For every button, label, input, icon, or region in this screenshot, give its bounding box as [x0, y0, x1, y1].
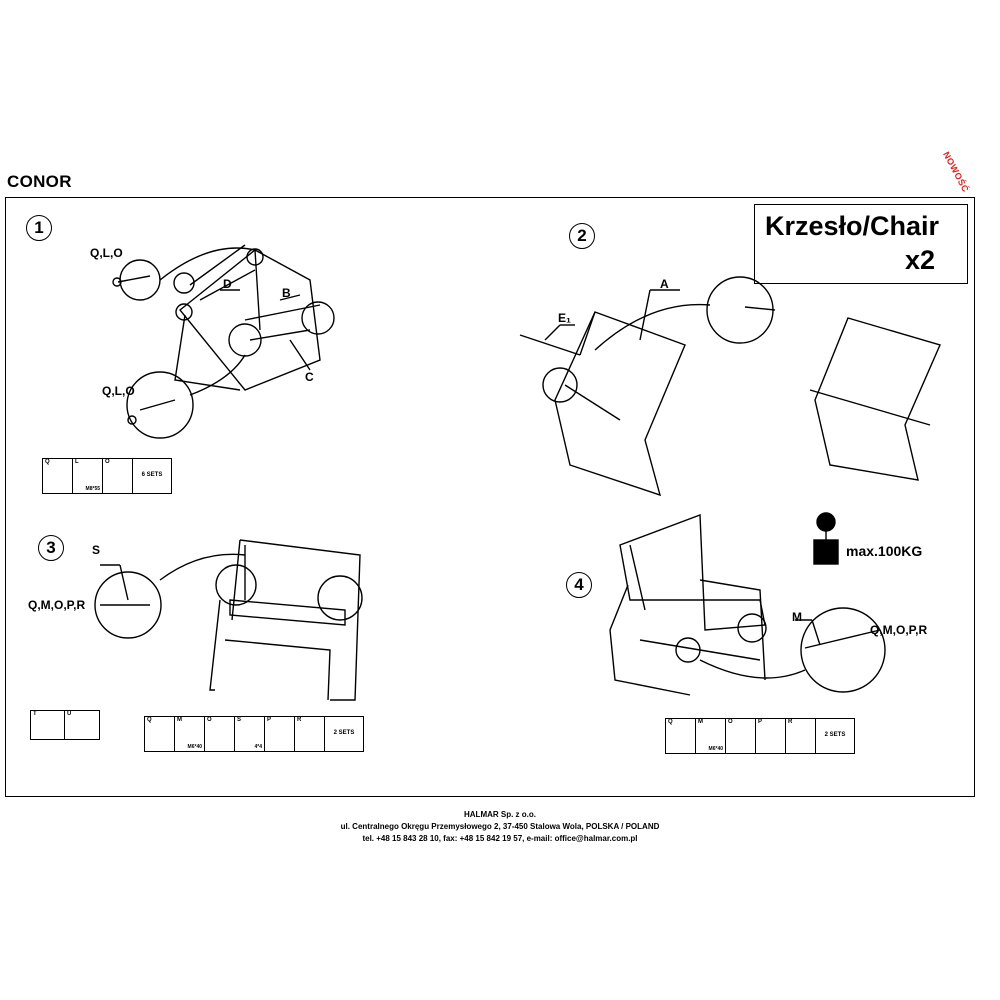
sets-cell: 2 SETS — [333, 730, 355, 736]
instruction-frame — [5, 197, 975, 797]
step1-bottom-parts-label: Q,L,O — [102, 384, 135, 398]
step-1-number: 1 — [26, 215, 52, 241]
product-title: CONOR — [7, 172, 72, 191]
part-cell-o: O — [103, 459, 133, 493]
sets-cell: 6 SETS — [141, 472, 163, 478]
company-footer: HALMAR Sp. z o.o. ul. Centralnego Okręgu… — [0, 809, 1000, 845]
company-name: HALMAR Sp. z o.o. — [464, 810, 536, 819]
part-m-label: M — [792, 610, 802, 624]
part-b-label: B — [282, 286, 291, 300]
step-3-number: 3 — [38, 535, 64, 561]
weight-icon — [813, 512, 839, 565]
step-4-number: 4 — [566, 572, 592, 598]
step4-chair-drawing — [609, 514, 886, 696]
part-cell-o: O — [205, 717, 235, 751]
part-cell-p: P — [265, 717, 295, 751]
part-cell-p: P — [756, 719, 786, 753]
part-e1-label: E₁ — [558, 311, 571, 325]
chair-label: Krzesło/Chair — [765, 211, 940, 241]
part-cell-q: Q — [145, 717, 175, 751]
part-cell-r: R — [295, 717, 325, 751]
part-cell-q: Q — [666, 719, 696, 753]
tool-cell-u: U — [67, 711, 72, 717]
step3-chair-drawing — [94, 539, 363, 701]
part-cell-r: R — [786, 719, 816, 753]
step3-parts-label: Q,M,O,P,R — [28, 598, 86, 612]
part-a-label: A — [660, 277, 669, 291]
step-2-number: 2 — [569, 223, 595, 249]
tools-table: T U — [30, 710, 100, 740]
max-weight-label: max.100KG — [846, 543, 923, 559]
step2-seat-drawing — [519, 276, 941, 497]
step1-top-parts-label: Q,L,O — [90, 246, 123, 260]
tool-cell-t: T — [31, 711, 65, 739]
chair-quantity-box: Krzesło/Chair x2 — [754, 204, 968, 284]
part-s-label: S — [92, 543, 101, 557]
step1-frame-drawing — [112, 244, 335, 439]
chair-count: x2 — [905, 245, 936, 275]
sets-cell: 2 SETS — [824, 732, 846, 738]
company-address: ul. Centralnego Okręgu Przemysłowego 2, … — [340, 822, 660, 831]
step4-parts-label: Q,M,O,P,R — [870, 623, 928, 637]
company-contact: tel. +48 15 843 28 10, fax: +48 15 842 1… — [362, 834, 638, 843]
part-cell-o: O — [726, 719, 756, 753]
part-cell-q: Q — [43, 459, 73, 493]
part-d-label: D — [223, 277, 232, 291]
part-c-label: C — [305, 370, 314, 384]
